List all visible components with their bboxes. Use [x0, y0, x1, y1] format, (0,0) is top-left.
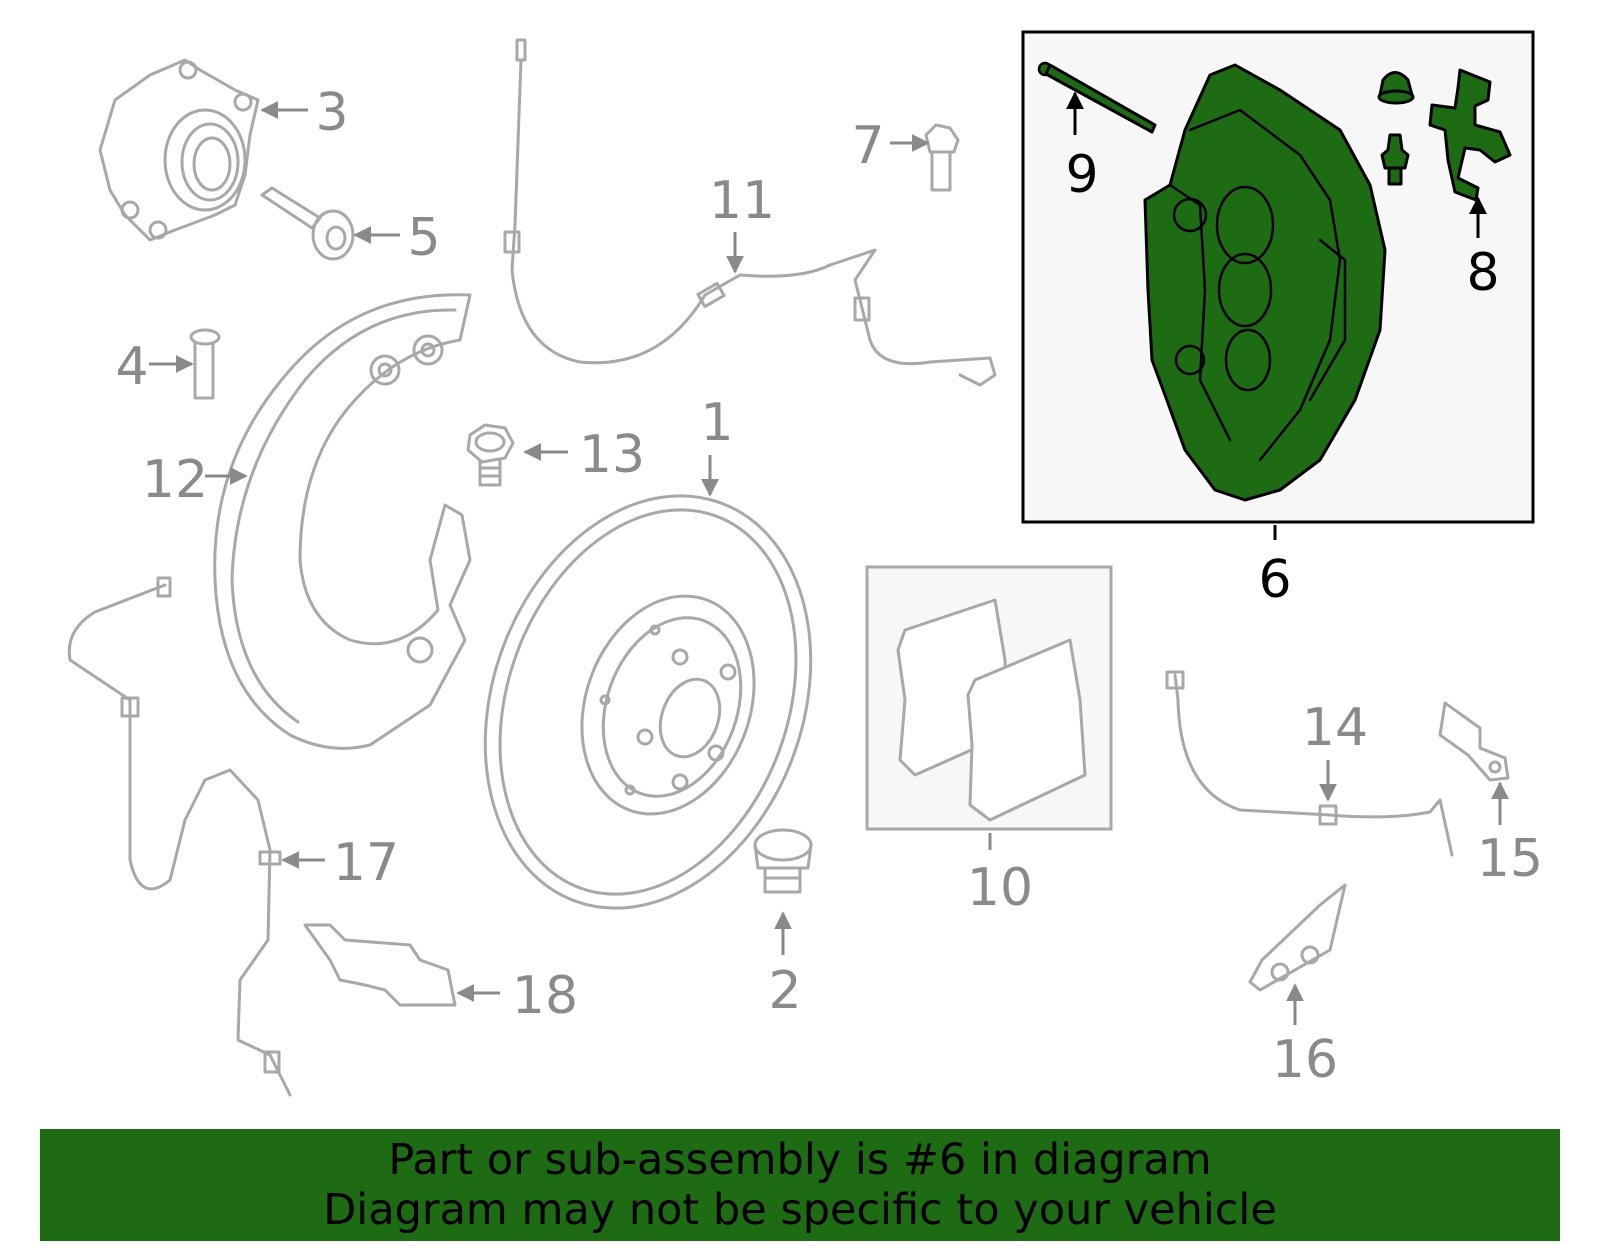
callout-10: 10	[967, 858, 1033, 918]
caliper-bleeder-valve-part	[1380, 133, 1410, 186]
callout-1: 1	[700, 393, 733, 453]
wheel-hub-bearing-part	[98, 58, 260, 242]
brake-caliper-part	[1143, 63, 1387, 502]
callout-6: 6	[1258, 550, 1291, 610]
flange-nut-part	[466, 423, 515, 487]
brake-pads-part	[865, 565, 1113, 831]
wear-sensor-wire-part	[503, 38, 997, 387]
caliper-guide-pin-part	[1037, 61, 1157, 134]
sensor-bracket-part	[1248, 883, 1347, 992]
wire-bracket-part	[303, 923, 457, 1007]
callout-3: 3	[315, 83, 348, 143]
abs-sensor-wire-part	[67, 576, 292, 1097]
caliper-bolt-part	[924, 123, 960, 192]
callout-15: 15	[1477, 829, 1543, 889]
callout-13: 13	[579, 425, 645, 485]
callout-14: 14	[1302, 698, 1368, 758]
callout-16: 16	[1272, 1030, 1338, 1090]
callout-labels: 1 2 3 4 5 6 7 8 9 10 11 12 13 14 15 16 1…	[115, 83, 1543, 1090]
callout-8: 8	[1466, 243, 1499, 303]
callout-18: 18	[512, 966, 578, 1026]
brake-splash-shield-part	[213, 293, 472, 750]
banner-line-1: Part or sub-assembly is #6 in diagram	[388, 1135, 1212, 1185]
hub-bolt-part	[260, 186, 355, 261]
caliper-bleeder-cap-part	[1377, 71, 1415, 105]
rotor-plug-part	[753, 828, 813, 894]
callout-11: 11	[709, 171, 775, 231]
anti-rattle-spring-part	[1428, 68, 1512, 202]
bolt-part	[189, 328, 221, 400]
brake-hose-part	[1165, 670, 1454, 857]
callout-9: 9	[1065, 145, 1098, 205]
callout-7: 7	[851, 116, 884, 176]
callout-arrows	[149, 91, 1509, 1025]
callout-12: 12	[142, 450, 208, 510]
callout-2: 2	[768, 961, 801, 1021]
banner-line-2: Diagram may not be specific to your vehi…	[323, 1185, 1277, 1235]
info-banner: Part or sub-assembly is #6 in diagram Di…	[40, 1129, 1560, 1241]
brake-rotor-part	[483, 494, 813, 910]
callout-17: 17	[333, 833, 399, 893]
hose-bracket-part	[1438, 701, 1510, 782]
callout-4: 4	[115, 337, 148, 397]
callout-5: 5	[407, 208, 440, 268]
